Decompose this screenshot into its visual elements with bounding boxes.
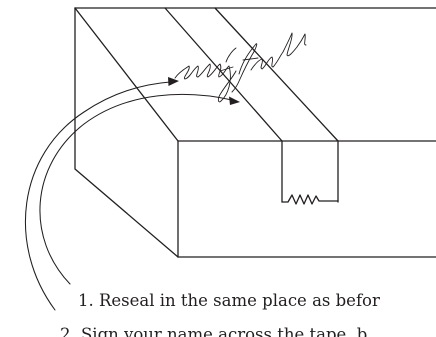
arrow-sign-curve xyxy=(25,81,171,311)
arrow-reseal-head xyxy=(229,96,240,105)
arrow-reseal-curve xyxy=(39,93,233,285)
step-1-text: 1. Reseal in the same place as befor xyxy=(78,291,380,310)
box-left-face-outline xyxy=(74,7,179,258)
tape-edge-left-top xyxy=(164,7,283,142)
signature-drawing xyxy=(174,32,307,103)
arrow-sign-head xyxy=(168,77,179,86)
tape-torn-end xyxy=(281,194,339,205)
box-top-left-edge xyxy=(74,7,179,142)
step-2-text: 2. Sign your name across the tape, b xyxy=(60,325,367,337)
tape-edge-right-top xyxy=(214,7,339,142)
